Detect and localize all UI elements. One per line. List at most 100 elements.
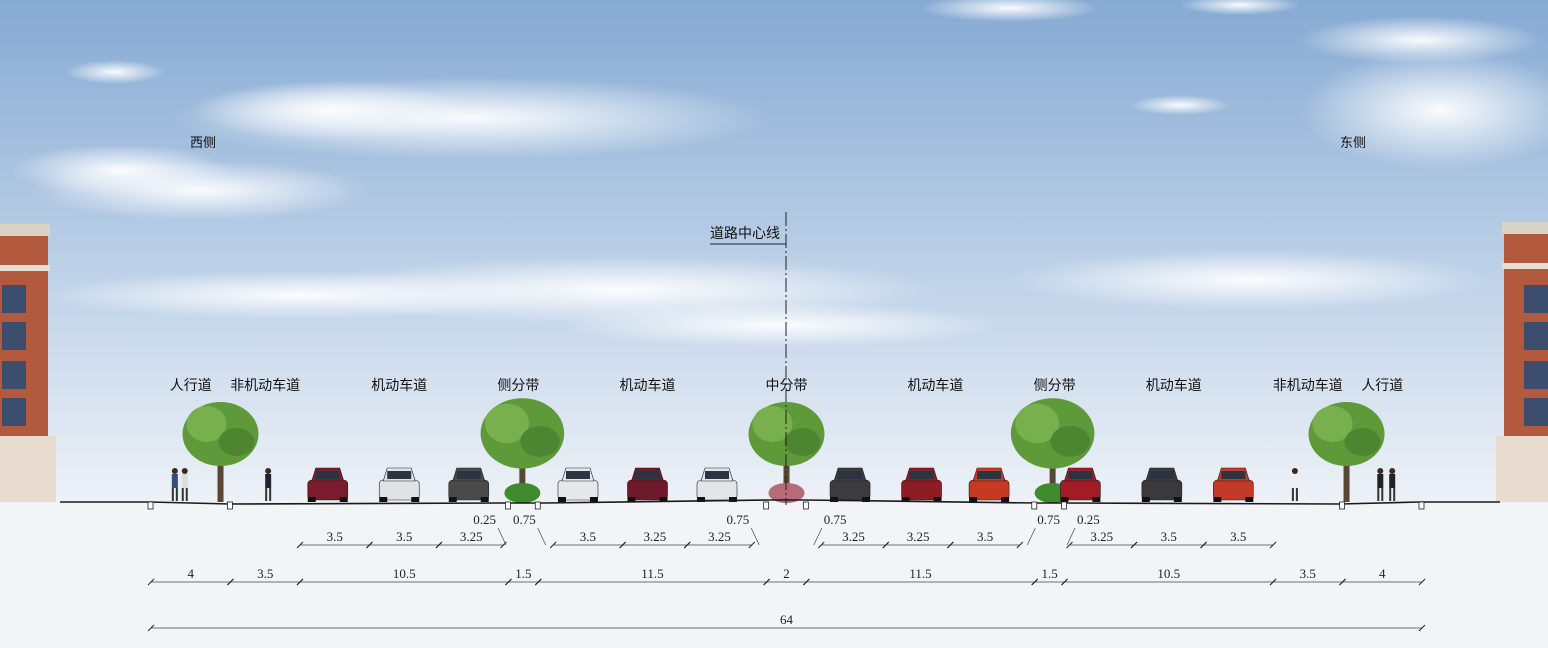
tree xyxy=(1010,398,1095,502)
zone-label: 人行道 xyxy=(170,378,212,394)
cloud xyxy=(1010,250,1490,310)
person xyxy=(181,468,188,501)
dimension-label: 10.5 xyxy=(393,566,416,581)
offset-dimension: 0.75 xyxy=(1026,512,1060,546)
total-dimension: 64 xyxy=(151,612,1422,629)
vehicle xyxy=(1141,467,1183,502)
dimension-label: 64 xyxy=(780,612,794,627)
section-dimension: 2 xyxy=(766,566,807,583)
curb-marker xyxy=(227,501,233,510)
vehicle xyxy=(901,467,942,502)
lane-dimension: 3.25 xyxy=(622,529,688,546)
curb-marker xyxy=(1061,501,1067,510)
tree xyxy=(182,402,259,502)
dimension-label: 0.25 xyxy=(1077,512,1100,527)
vehicle xyxy=(1213,467,1254,502)
lane-dimension: 3.5 xyxy=(1134,529,1204,546)
zone-label: 侧分带 xyxy=(1034,378,1076,394)
dimension-label: 3.25 xyxy=(907,529,930,544)
dimension-label: 4 xyxy=(1379,566,1386,581)
dimension-label: 3.25 xyxy=(708,529,731,544)
cloud xyxy=(920,0,1100,22)
zone-label: 机动车道 xyxy=(371,377,427,394)
vehicles xyxy=(307,467,1254,502)
tree xyxy=(1308,402,1385,502)
dimension-label: 0.75 xyxy=(513,512,536,527)
zone-label: 机动车道 xyxy=(907,377,963,394)
dimension-label: 3.5 xyxy=(1300,566,1316,581)
dimension-label: 3.25 xyxy=(644,529,667,544)
vehicle xyxy=(307,467,349,502)
section-dimension: 11.5 xyxy=(806,566,1035,583)
dimension-label: 3.5 xyxy=(257,566,273,581)
dimension-label: 3.5 xyxy=(1161,529,1177,544)
dimension-label: 11.5 xyxy=(641,566,663,581)
cloud xyxy=(40,271,560,319)
section-dimension: 1.5 xyxy=(1034,566,1065,583)
vehicle xyxy=(968,467,1010,502)
curb-marker xyxy=(147,501,154,510)
curbs xyxy=(147,501,1425,510)
vehicle xyxy=(1060,467,1101,502)
curb-marker xyxy=(1031,501,1038,510)
vehicle xyxy=(378,467,420,502)
curb-marker xyxy=(1339,501,1345,510)
lane-dimension: 3.25 xyxy=(1069,529,1135,546)
dimension-label: 3.5 xyxy=(327,529,343,544)
vehicle xyxy=(557,467,599,502)
building-west xyxy=(0,224,56,502)
zone-label: 非机动车道 xyxy=(230,377,300,394)
section-dimension: 10.5 xyxy=(299,566,509,583)
curb-marker xyxy=(505,501,511,510)
pedestrians-cyclists xyxy=(171,468,1396,501)
offset-dimension: 0.25 xyxy=(473,512,507,546)
section-dimension: 1.5 xyxy=(508,566,539,583)
west-side-label: 西侧 xyxy=(190,136,216,151)
dimension-label: 3.25 xyxy=(460,529,483,544)
centerline-label: 道路中心线 xyxy=(710,226,780,242)
zone-label: 中分带 xyxy=(766,378,808,394)
lane-dimension: 3.5 xyxy=(950,529,1020,546)
offset-dimension: 0.25 xyxy=(1066,512,1100,546)
section-dimension: 11.5 xyxy=(538,566,767,583)
lane-dimension: 3.25 xyxy=(821,529,886,546)
lane-dimension: 3.5 xyxy=(553,529,623,546)
dimension-label: 3.5 xyxy=(396,529,412,544)
clouds xyxy=(10,0,1548,347)
dimension-label: 10.5 xyxy=(1157,566,1180,581)
section-dimension: 10.5 xyxy=(1064,566,1274,583)
section-dimension: 3.5 xyxy=(230,566,300,583)
cloud xyxy=(190,80,470,140)
road-surface-line xyxy=(60,499,1500,505)
person xyxy=(1389,468,1396,501)
section-dimension: 4 xyxy=(1342,566,1422,583)
zone-labels: 人行道非机动车道机动车道侧分带机动车道中分带机动车道侧分带机动车道非机动车道人行… xyxy=(170,377,1404,394)
lane-dimension: 3.25 xyxy=(687,529,752,546)
cloud xyxy=(65,60,165,84)
dimension-label: 0.75 xyxy=(824,512,847,527)
cloud xyxy=(1130,95,1230,115)
cloud xyxy=(1300,50,1548,170)
zone-label: 侧分带 xyxy=(497,378,539,394)
dimension-label: 2 xyxy=(783,566,790,581)
vehicle xyxy=(448,467,490,502)
ground xyxy=(0,503,1548,648)
shrub xyxy=(504,483,541,503)
section-dimension: 3.5 xyxy=(1273,566,1343,583)
zone-label: 机动车道 xyxy=(619,377,675,394)
curb-marker xyxy=(763,501,770,510)
dimension-label: 4 xyxy=(187,566,194,581)
vehicle xyxy=(627,467,668,502)
lane-dimension: 3.25 xyxy=(885,529,951,546)
dimension-label: 11.5 xyxy=(909,566,931,581)
dimension-label: 0.75 xyxy=(726,512,749,527)
lane-dimension: 3.25 xyxy=(438,529,504,546)
dimension-label: 1.5 xyxy=(515,566,531,581)
offset-dimension: 0.75 xyxy=(726,512,760,546)
dimension-label: 3.5 xyxy=(977,529,993,544)
offset-dimension: 0.75 xyxy=(513,512,547,546)
dimensions: 3.5 3.5 3.25 3.5 3.25 3.25 3.25 3.25 3.5 3.25 3.5 3… xyxy=(147,512,1426,632)
cloud xyxy=(10,144,230,196)
lane-dimension: 3.5 xyxy=(299,529,370,546)
